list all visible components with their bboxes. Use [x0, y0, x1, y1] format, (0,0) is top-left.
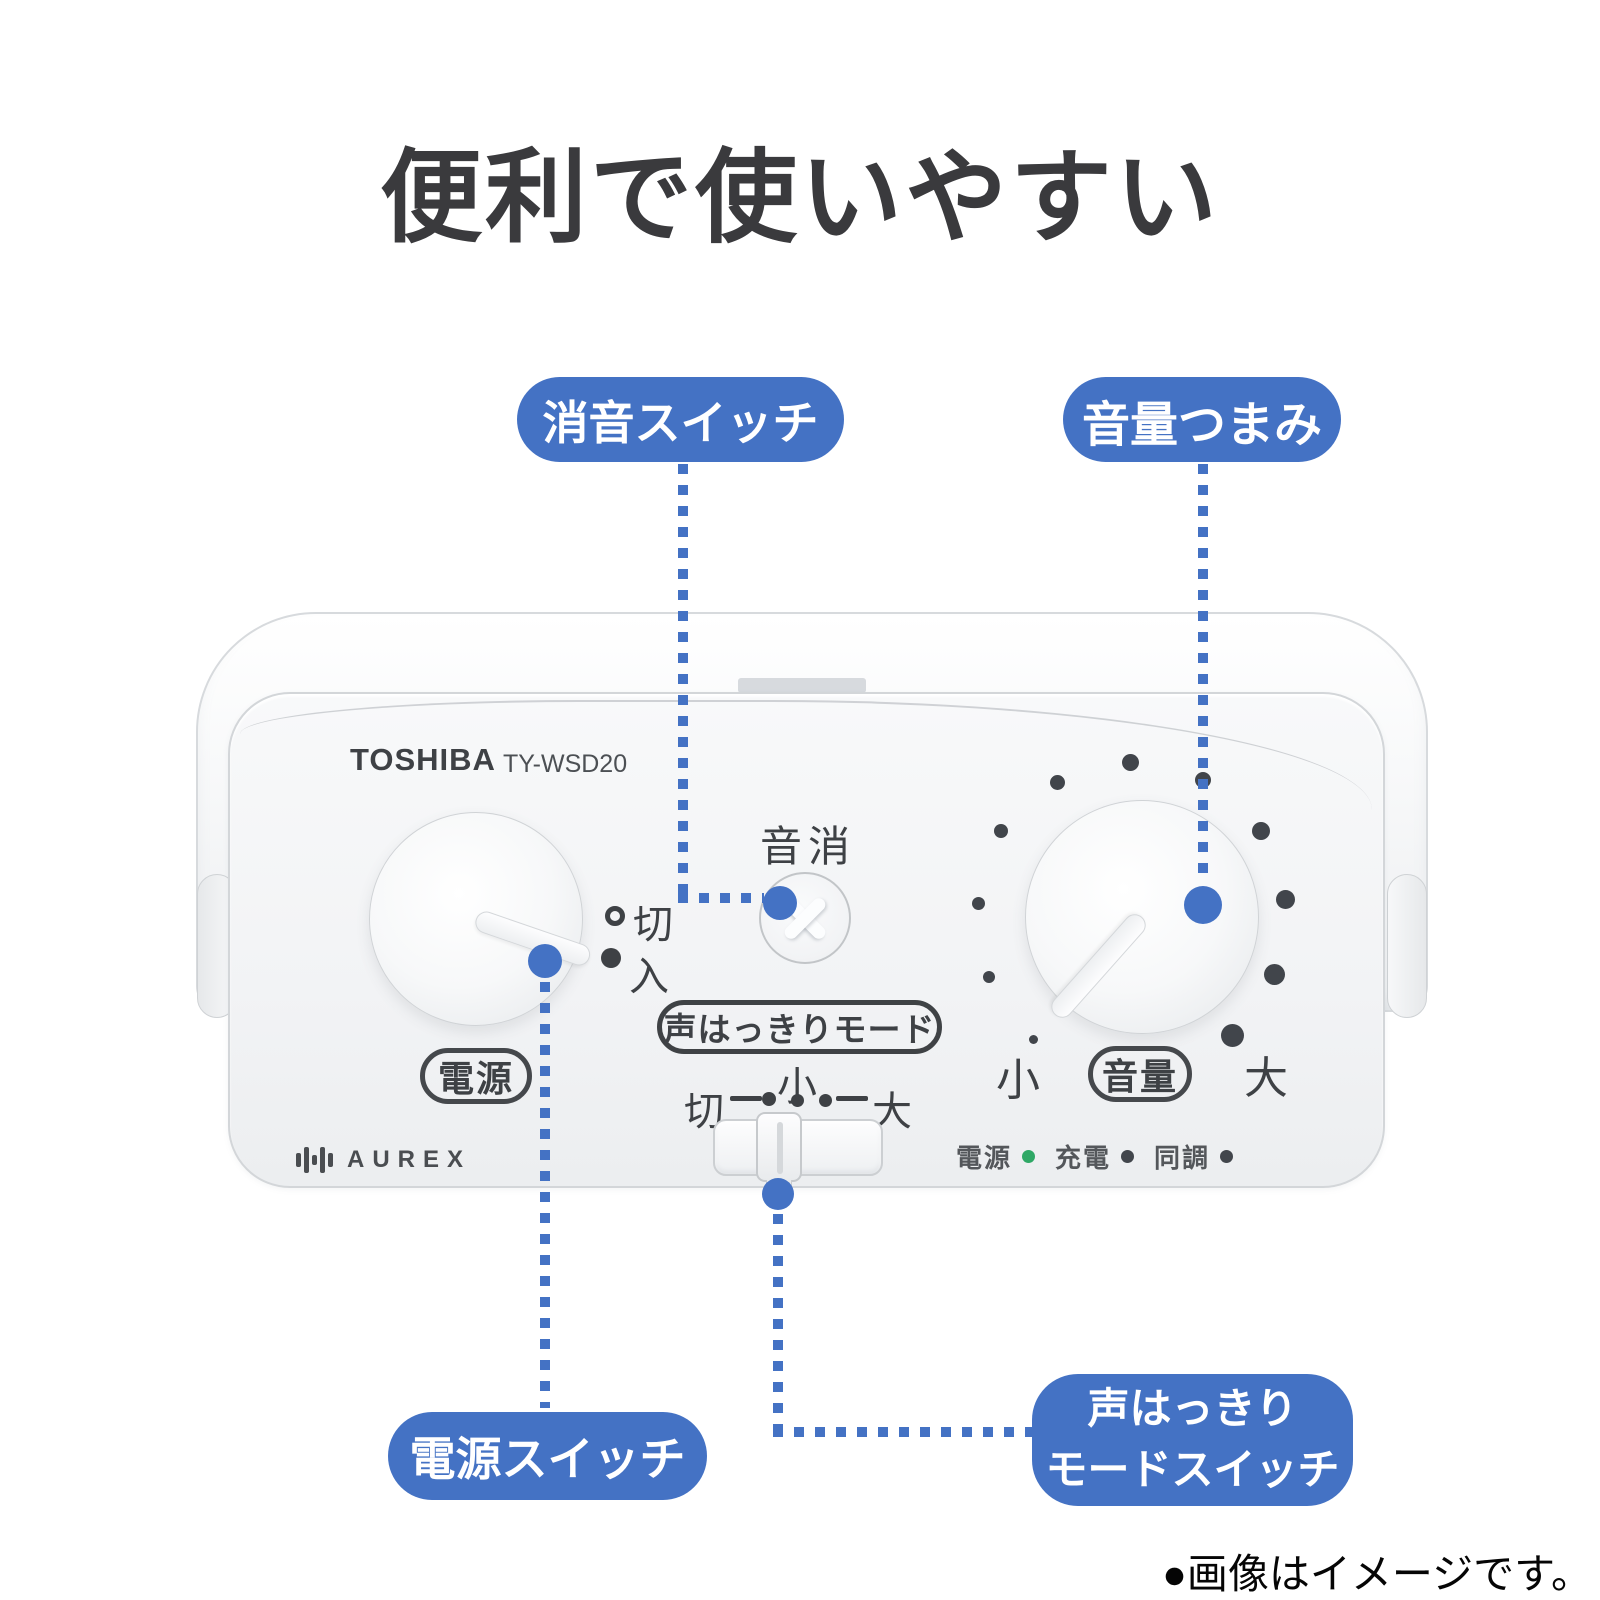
connector-mute-vertical	[678, 464, 688, 894]
callout-power-switch: 電源スイッチ	[388, 1412, 707, 1500]
power-off-label: 切	[633, 903, 673, 947]
aurex-logo: AUREX	[296, 1146, 471, 1174]
callout-dot-power	[528, 944, 562, 978]
callout-mute-switch: 消音スイッチ	[517, 377, 844, 462]
sync-led-label: 同調	[1154, 1143, 1211, 1173]
power-on-mark-icon	[601, 948, 621, 968]
volume-large-label: 大	[1244, 1054, 1288, 1103]
volume-scale-dot	[1276, 890, 1295, 909]
aurex-logo-text: AUREX	[347, 1146, 472, 1173]
volume-scale-dot	[1029, 1035, 1038, 1044]
volume-scale-dot	[1252, 822, 1270, 840]
charge-led-icon	[1121, 1150, 1135, 1163]
slider-groove	[777, 1122, 783, 1174]
mode-scale-dot	[791, 1094, 804, 1107]
callout-volume-knob: 音量つまみ	[1063, 377, 1341, 462]
connector-mode-vertical	[773, 1214, 783, 1434]
power-led-label: 電源	[956, 1143, 1013, 1173]
callout-dot-mute	[763, 886, 797, 920]
mode-slider-handle[interactable]	[756, 1112, 802, 1182]
image-disclaimer: ●画像はイメージです。	[1162, 1551, 1592, 1597]
model-number: TY-WSD20	[503, 750, 628, 778]
handle-hinge-right	[1387, 874, 1427, 1018]
power-on-label: 入	[629, 955, 669, 999]
connector-volume-vertical	[1198, 464, 1208, 884]
mode-small-label: 小	[777, 1065, 817, 1109]
mode-scale-dot	[762, 1092, 776, 1106]
mute-button-label: 音消	[760, 823, 857, 870]
callout-mode-switch: 声はっきり モードスイッチ	[1032, 1374, 1353, 1506]
mode-scale-dash	[836, 1096, 868, 1101]
power-led-icon	[1022, 1150, 1036, 1163]
sync-led-icon	[1220, 1150, 1234, 1163]
page-title: 便利で使いやすい	[380, 141, 1220, 255]
callout-mode-line1: 声はっきり	[1087, 1385, 1298, 1433]
connector-mute-horizontal	[678, 893, 764, 903]
power-off-mark-icon	[605, 906, 625, 926]
mode-scale-dash	[730, 1096, 762, 1101]
volume-scale-dot	[1264, 964, 1285, 985]
connector-power-vertical	[540, 982, 550, 1408]
brand-logo: TOSHIBA	[350, 742, 496, 777]
power-badge: 電源	[420, 1048, 532, 1104]
volume-scale-dot	[994, 824, 1008, 838]
volume-scale-dot	[972, 897, 985, 910]
volume-scale-dot	[983, 971, 995, 983]
charge-led-label: 充電	[1055, 1143, 1112, 1173]
mode-scale-dot	[819, 1094, 832, 1107]
callout-dot-mode	[762, 1178, 794, 1210]
top-notch	[738, 678, 866, 693]
volume-scale-dot	[1050, 775, 1065, 790]
volume-small-label: 小	[996, 1056, 1040, 1105]
voice-mode-pill: 声はっきりモード	[657, 1000, 942, 1054]
volume-badge: 音量	[1088, 1046, 1192, 1102]
callout-mode-line2: モードスイッチ	[1045, 1446, 1340, 1493]
volume-scale-dot	[1221, 1024, 1244, 1047]
soundwave-icon	[296, 1147, 333, 1173]
callout-dot-volume	[1184, 886, 1222, 924]
volume-scale-dot	[1122, 754, 1139, 771]
connector-mode-horizontal	[773, 1427, 1032, 1437]
status-indicator-row: 電源 充電 同調	[956, 1138, 1234, 1175]
